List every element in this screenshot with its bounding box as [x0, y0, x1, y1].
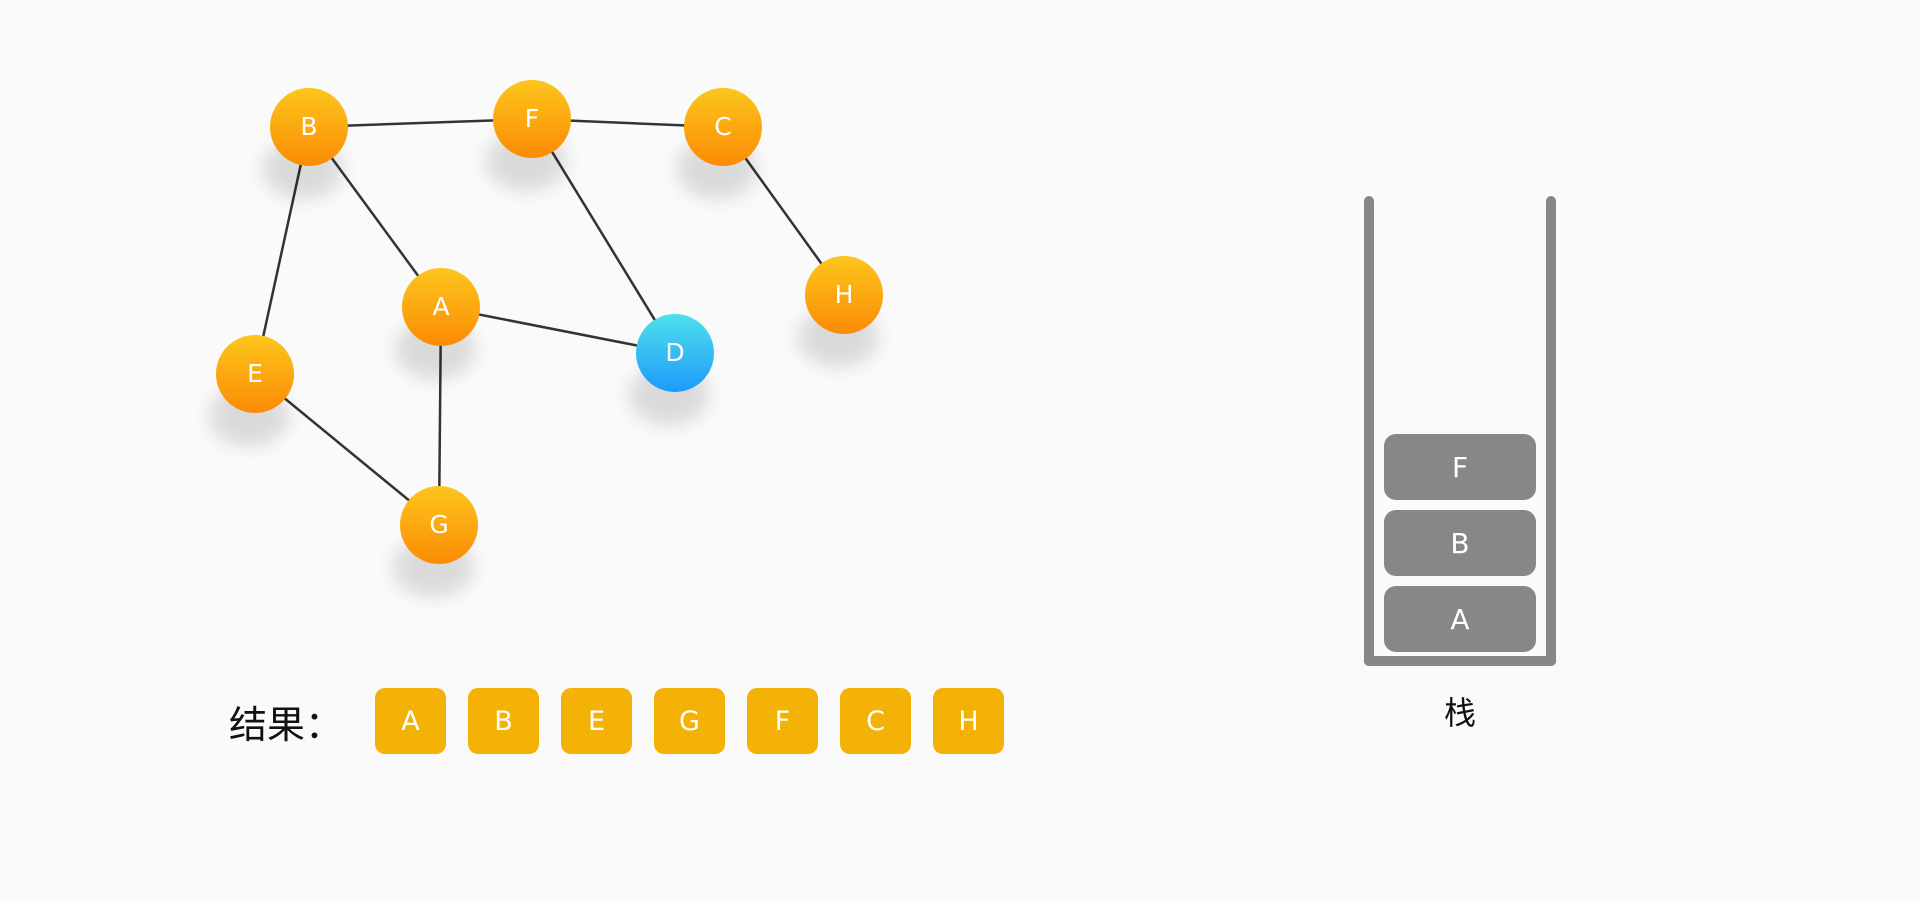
- result-item: F: [747, 688, 819, 754]
- node-label: E: [247, 359, 263, 388]
- node-circle: [636, 314, 714, 392]
- node-circle: [216, 335, 294, 413]
- result-item: E: [561, 688, 633, 754]
- node-label: D: [665, 338, 684, 367]
- result-items: A B E G F C H: [375, 688, 1005, 754]
- stack-item: B: [1384, 510, 1536, 576]
- node-F: F: [486, 80, 571, 191]
- edge-E-G: [254, 373, 440, 526]
- stack-item-top: F: [1384, 434, 1536, 500]
- result-item: H: [933, 688, 1005, 754]
- node-circle: [400, 486, 478, 564]
- graph-nodes: A B C D E F G H: [209, 80, 883, 597]
- node-label: A: [432, 292, 449, 321]
- node-circle: [805, 256, 883, 334]
- node-circle: [493, 80, 571, 158]
- stack-item-bottom: A: [1384, 586, 1536, 652]
- result-item: C: [840, 688, 912, 754]
- stack-container: F B A: [1364, 196, 1556, 666]
- traversal-result: 结果： A B E G F C H: [229, 688, 1005, 754]
- result-label: 结果：: [229, 702, 344, 747]
- node-label: H: [835, 280, 854, 309]
- node-B: B: [263, 88, 348, 199]
- node-label: B: [300, 112, 317, 141]
- node-H: H: [798, 256, 883, 367]
- result-item: B: [468, 688, 540, 754]
- stack-left-wall: [1364, 196, 1374, 666]
- node-D: D: [629, 314, 714, 425]
- node-A: A: [395, 268, 480, 379]
- node-E: E: [209, 335, 294, 446]
- node-label: G: [429, 510, 448, 539]
- stack-caption: 栈: [1443, 694, 1476, 732]
- stack-right-wall: [1546, 196, 1556, 666]
- stack-bottom-wall: [1364, 656, 1556, 666]
- node-label: F: [525, 104, 539, 133]
- node-G: G: [393, 486, 478, 597]
- node-circle: [402, 268, 480, 346]
- node-circle: [270, 88, 348, 166]
- result-item: A: [375, 688, 447, 754]
- stack-items: F B A: [1384, 434, 1536, 652]
- node-circle: [684, 88, 762, 166]
- node-C: C: [677, 88, 762, 199]
- node-label: C: [714, 112, 731, 141]
- edge-A-D: [440, 305, 676, 355]
- result-item: G: [654, 688, 726, 754]
